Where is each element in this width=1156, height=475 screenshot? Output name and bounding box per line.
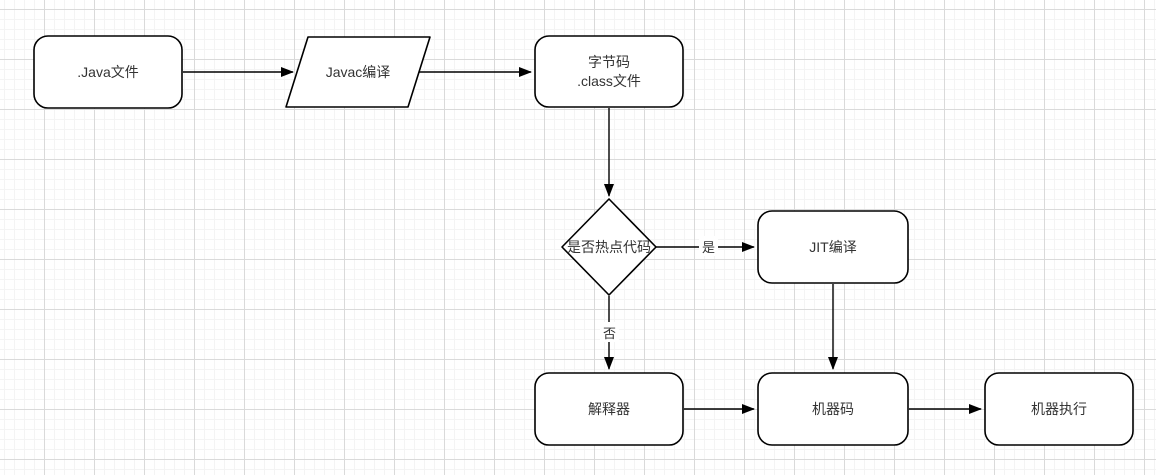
node-bytecode-shape[interactable] (534, 35, 684, 108)
node-java-file[interactable]: .Java文件 (77, 63, 139, 80)
node-javac-compile-shape[interactable] (285, 36, 431, 108)
node-interpreter-shape[interactable] (534, 372, 684, 446)
node-jit-compile-shape[interactable] (757, 210, 909, 284)
node-hotspot-decision-shape[interactable] (561, 198, 657, 296)
edge-label-yes[interactable]: 是 (699, 236, 718, 256)
node-machine-code[interactable]: 机器码 (812, 400, 854, 417)
node-bytecode[interactable]: 字节码 .class文件 (577, 53, 641, 89)
node-machine-execute-shape[interactable] (984, 372, 1134, 446)
node-hotspot-decision[interactable]: 是否热点代码 (567, 238, 651, 255)
node-javac-compile[interactable]: Javac编译 (325, 63, 391, 80)
edge-label-no[interactable]: 否 (600, 322, 619, 342)
node-java-file-shape[interactable] (33, 35, 183, 109)
node-machine-execute[interactable]: 机器执行 (1031, 400, 1087, 417)
node-interpreter[interactable]: 解释器 (588, 400, 630, 417)
node-jit-compile[interactable]: JIT编译 (809, 238, 857, 255)
node-machine-code-shape[interactable] (757, 372, 909, 446)
